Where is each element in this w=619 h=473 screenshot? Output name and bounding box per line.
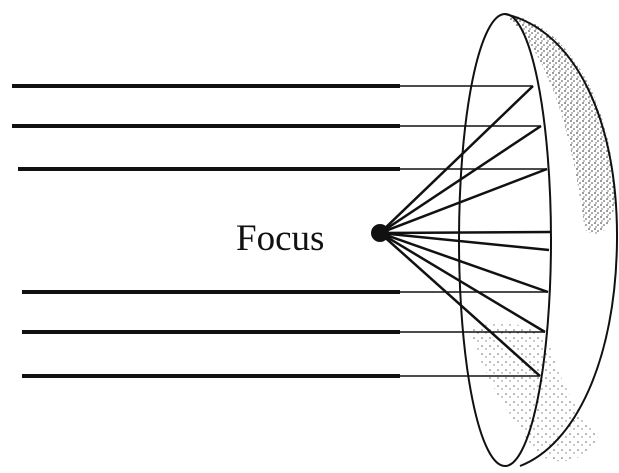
reflected-ray <box>379 85 534 234</box>
reflected-ray <box>379 124 542 235</box>
dish-back-curve <box>504 13 619 467</box>
reflected-ray <box>379 230 551 235</box>
ray-continuations <box>400 85 548 377</box>
incoming-rays <box>12 84 400 378</box>
reflected-rays <box>379 85 551 377</box>
reflected-ray <box>379 231 549 294</box>
focus-label: Focus <box>236 218 324 259</box>
reflected-ray <box>379 231 546 334</box>
focus-point <box>371 224 389 242</box>
reflected-ray <box>379 167 548 235</box>
reflected-ray <box>379 231 550 252</box>
dish-shading-bottom <box>470 323 600 462</box>
reflected-ray <box>379 232 541 377</box>
dish-shading-top <box>505 14 615 234</box>
